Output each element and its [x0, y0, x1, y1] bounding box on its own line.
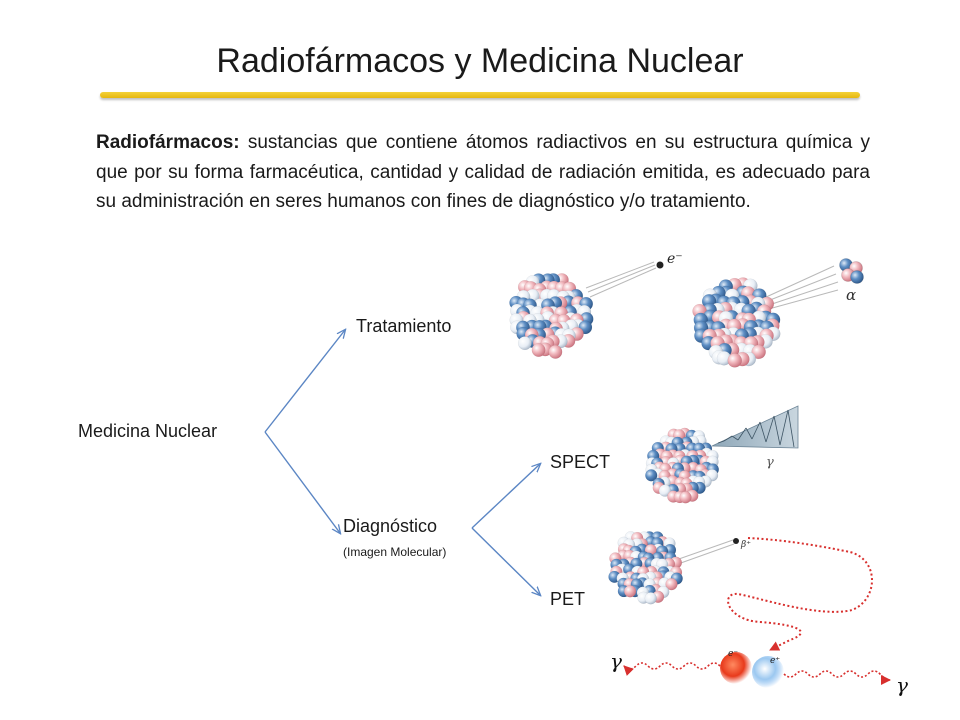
gamma-left-label: γ [610, 649, 622, 673]
title-underline [100, 92, 860, 98]
nucleus-spect [645, 427, 720, 504]
arrow-to-diagnosis [264, 431, 340, 533]
slide-title: Radiofármacos y Medicina Nuclear [216, 42, 744, 80]
arrow-to-spect [471, 464, 540, 529]
definition-paragraph: Radiofármacos: sustancias que contiene á… [96, 128, 870, 217]
arrow-to-pet [471, 527, 540, 595]
treatment-label: Tratamiento [356, 316, 452, 336]
nucleus-alpha [692, 277, 781, 368]
alpha-particle [839, 258, 864, 284]
definition-text: sustancias que contiene átomos radiactiv… [96, 132, 870, 212]
alpha-emission-tracks [763, 265, 839, 311]
alpha-label: α [846, 286, 856, 304]
gamma-right-label: γ [896, 673, 908, 697]
positron-track [675, 539, 735, 565]
spect-label: SPECT [550, 452, 611, 472]
positron-annihilation [752, 656, 784, 688]
electron-particle [656, 261, 664, 269]
positron-annihilation-label: e⁺ [770, 656, 780, 666]
gamma-spect-label: γ [766, 455, 774, 470]
pet-label: PET [550, 589, 586, 609]
gamma-cone [711, 405, 799, 449]
gamma-photon-left [623, 662, 721, 676]
nucleus-beta [509, 273, 594, 359]
beta-plus-label: β⁺ [740, 540, 751, 550]
beta-emission-tracks [585, 261, 657, 298]
diagnosis-label: Diagnóstico [343, 516, 438, 536]
arrow-to-treatment [264, 330, 345, 433]
electron-annihilation-label: e⁻ [728, 649, 738, 659]
definition-term: Radiofármacos: [96, 132, 240, 153]
electron-label: e⁻ [667, 251, 683, 267]
root-label: Medicina Nuclear [78, 421, 218, 441]
diagnosis-sub-label: (Imagen Molecular) [343, 545, 447, 559]
nuclei-group [509, 258, 864, 605]
positron-random-walk [727, 537, 873, 651]
nucleus-pet [608, 531, 683, 605]
gamma-photon-right [783, 670, 891, 685]
electron-annihilation [720, 652, 752, 684]
positron-particle [733, 538, 739, 544]
